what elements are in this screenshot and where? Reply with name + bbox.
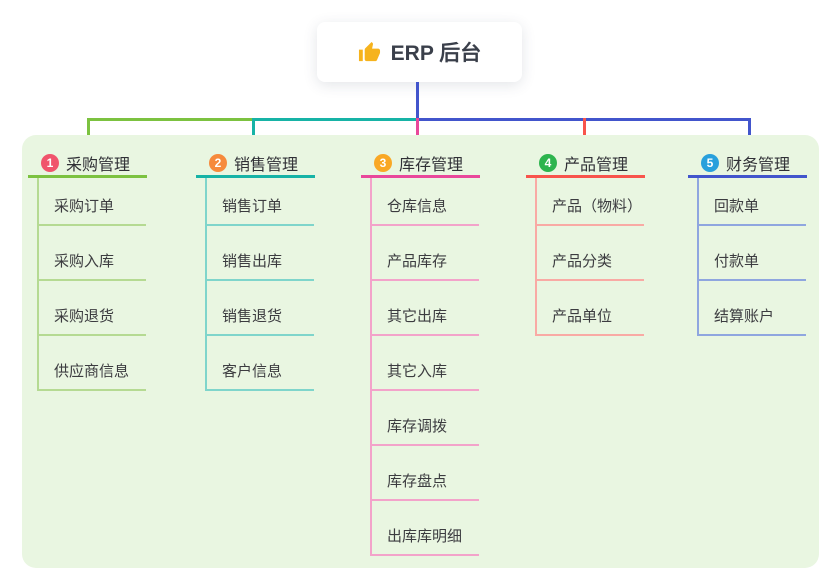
child-node[interactable]: 采购入库: [39, 226, 146, 281]
child-node[interactable]: 库存调拨: [372, 391, 479, 446]
branch-header[interactable]: 1 采购管理: [28, 150, 147, 178]
child-node[interactable]: 采购退货: [39, 281, 146, 336]
connector-drop-2: [252, 118, 255, 151]
child-node[interactable]: 付款单: [699, 226, 806, 281]
branch-header[interactable]: 4 产品管理: [526, 150, 645, 178]
branch-label: 采购管理: [66, 156, 131, 174]
connector-horizontal-1: [87, 118, 254, 121]
branch-3: 3 库存管理 仓库信息产品库存其它出库其它入库库存调拨库存盘点出库库明细: [361, 150, 480, 556]
branch-2: 2 销售管理 销售订单销售出库销售退货客户信息: [196, 150, 315, 391]
child-node[interactable]: 回款单: [699, 178, 806, 226]
child-node[interactable]: 出库库明细: [372, 501, 479, 556]
child-node[interactable]: 采购订单: [39, 178, 146, 226]
child-node[interactable]: 库存盘点: [372, 446, 479, 501]
branch-children: 采购订单采购入库采购退货供应商信息: [37, 178, 146, 391]
branch-children: 销售订单销售出库销售退货客户信息: [205, 178, 314, 391]
branch-header[interactable]: 2 销售管理: [196, 150, 315, 178]
connector-horizontal-2: [254, 118, 418, 121]
branch-badge: 2: [209, 153, 227, 172]
branch-4: 4 产品管理 产品（物料）产品分类产品单位: [526, 150, 645, 336]
branch-badge: 1: [41, 153, 59, 172]
branch-label: 产品管理: [564, 156, 629, 174]
child-node[interactable]: 产品单位: [537, 281, 644, 336]
child-node[interactable]: 销售订单: [207, 178, 314, 226]
branch-children: 回款单付款单结算账户: [697, 178, 806, 336]
child-node[interactable]: 销售退货: [207, 281, 314, 336]
branch-children: 产品（物料）产品分类产品单位: [535, 178, 644, 336]
branch-badge: 5: [701, 153, 719, 172]
thumbs-up-icon: [358, 41, 381, 64]
child-node[interactable]: 产品（物料）: [537, 178, 644, 226]
branch-header[interactable]: 5 财务管理: [688, 150, 807, 178]
child-node[interactable]: 客户信息: [207, 336, 314, 391]
branch-badge: 3: [374, 153, 392, 172]
root-title: ERP 后台: [390, 42, 482, 65]
branch-1: 1 采购管理 采购订单采购入库采购退货供应商信息: [28, 150, 147, 391]
connector-drop-3: [416, 118, 419, 151]
child-node[interactable]: 其它出库: [372, 281, 479, 336]
root-node[interactable]: ERP 后台: [317, 22, 522, 82]
thumbs-up-path: [358, 41, 380, 61]
child-node[interactable]: 销售出库: [207, 226, 314, 281]
branch-label: 库存管理: [399, 156, 464, 174]
branch-label: 财务管理: [726, 156, 791, 174]
branch-badge: 4: [539, 153, 557, 172]
branch-5: 5 财务管理 回款单付款单结算账户: [688, 150, 807, 336]
child-node[interactable]: 仓库信息: [372, 178, 479, 226]
branch-board: 1 采购管理 采购订单采购入库采购退货供应商信息 2 销售管理 销售订单销售出库…: [22, 135, 819, 568]
child-node[interactable]: 产品库存: [372, 226, 479, 281]
connector-drop-1: [87, 118, 90, 151]
branch-children: 仓库信息产品库存其它出库其它入库库存调拨库存盘点出库库明细: [370, 178, 479, 556]
child-node[interactable]: 产品分类: [537, 226, 644, 281]
connector-drop-5: [748, 118, 751, 151]
child-node[interactable]: 其它入库: [372, 336, 479, 391]
child-node[interactable]: 结算账户: [699, 281, 806, 336]
branch-header[interactable]: 3 库存管理: [361, 150, 480, 178]
connector-root-stem: [416, 82, 419, 119]
branch-label: 销售管理: [234, 156, 299, 174]
child-node[interactable]: 供应商信息: [39, 336, 146, 391]
connector-drop-4: [583, 118, 586, 151]
